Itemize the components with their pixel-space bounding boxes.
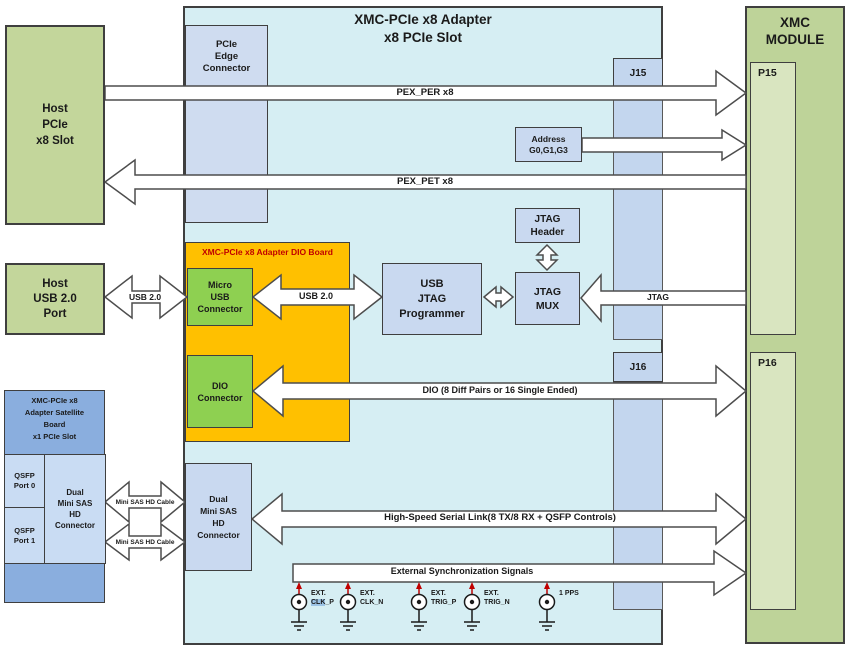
serial-link-arrow-label: High-Speed Serial Link(8 TX/8 RX + QSFP … [384,512,616,523]
pex-per-arrow-label: PEX_PER x8 [396,87,454,98]
ext-sync-arrow-label: External Synchronization Signals [390,566,534,576]
pcie-edge-connector-body [185,88,268,223]
ext-clk-n-label: EXT. CLK_N [360,590,384,606]
p16-connector: P16 [750,352,796,610]
qsfp-port-1: QSFP Port 1 [4,507,45,564]
dio-arrow-label: DIO (8 Diff Pairs or 16 Single Ended) [422,385,578,395]
satellite-dual-mini-sas-hd-connector: Dual Mini SAS HD Connector [44,454,106,564]
xmc-module-title: XMC MODULE [765,15,825,47]
ext-trig-n-label: EXT. TRIG_N [484,590,510,606]
j15-connector: J15 [613,58,663,88]
adapter-dual-mini-sas-hd-connector: Dual Mini SAS HD Connector [185,463,252,571]
p15-connector: P15 [750,62,796,335]
adapter-title-line2: x8 PCIe Slot [383,30,463,45]
usb-host-arrow-label: USB 2.0 [128,292,162,302]
adapter-title-line1: XMC-PCIe x8 Adapter [354,12,492,27]
host-usb-port: Host USB 2.0 Port [5,263,105,335]
address-box: Address G0,G1,G3 [515,127,582,162]
micro-usb-connector: Micro USB Connector [187,268,253,326]
ext-clk-p-label: EXT. CLK_P [311,590,334,606]
usb-board-arrow-label: USB 2.0 [298,291,333,301]
jtag-mux: JTAG MUX [515,272,580,325]
usb-jtag-programmer: USB JTAG Programmer [382,263,482,335]
pex-pet-arrow-label: PEX_PET x8 [397,176,453,187]
host-pcie-slot: Host PCIe x8 Slot [5,25,105,225]
sas-cable-bottom-label: Mini SAS HD Cable [115,539,175,546]
jtag-header: JTAG Header [515,208,580,243]
dio-board-title: XMC-PCIe x8 Adapter DIO Board [202,247,333,257]
satellite-board-title: XMC-PCIe x8 Adapter Satellite Board x1 P… [24,396,85,441]
j15-strip [613,88,663,340]
sas-cable-top-label: Mini SAS HD Cable [115,499,175,506]
dio-connector: DIO Connector [187,355,253,428]
satellite-board: XMC-PCIe x8 Adapter Satellite Board x1 P… [4,390,106,603]
j16-strip [613,382,663,610]
one-pps-label: 1 PPS [559,590,579,597]
adapter-title: XMC-PCIe x8 Adapter x8 PCIe Slot [183,11,663,47]
qsfp-port-0: QSFP Port 0 [4,454,45,508]
j16-connector: J16 [613,352,663,382]
ext-trig-p-label: EXT. TRIG_P [431,590,457,606]
jtag-arrow-label: JTAG [646,292,670,302]
